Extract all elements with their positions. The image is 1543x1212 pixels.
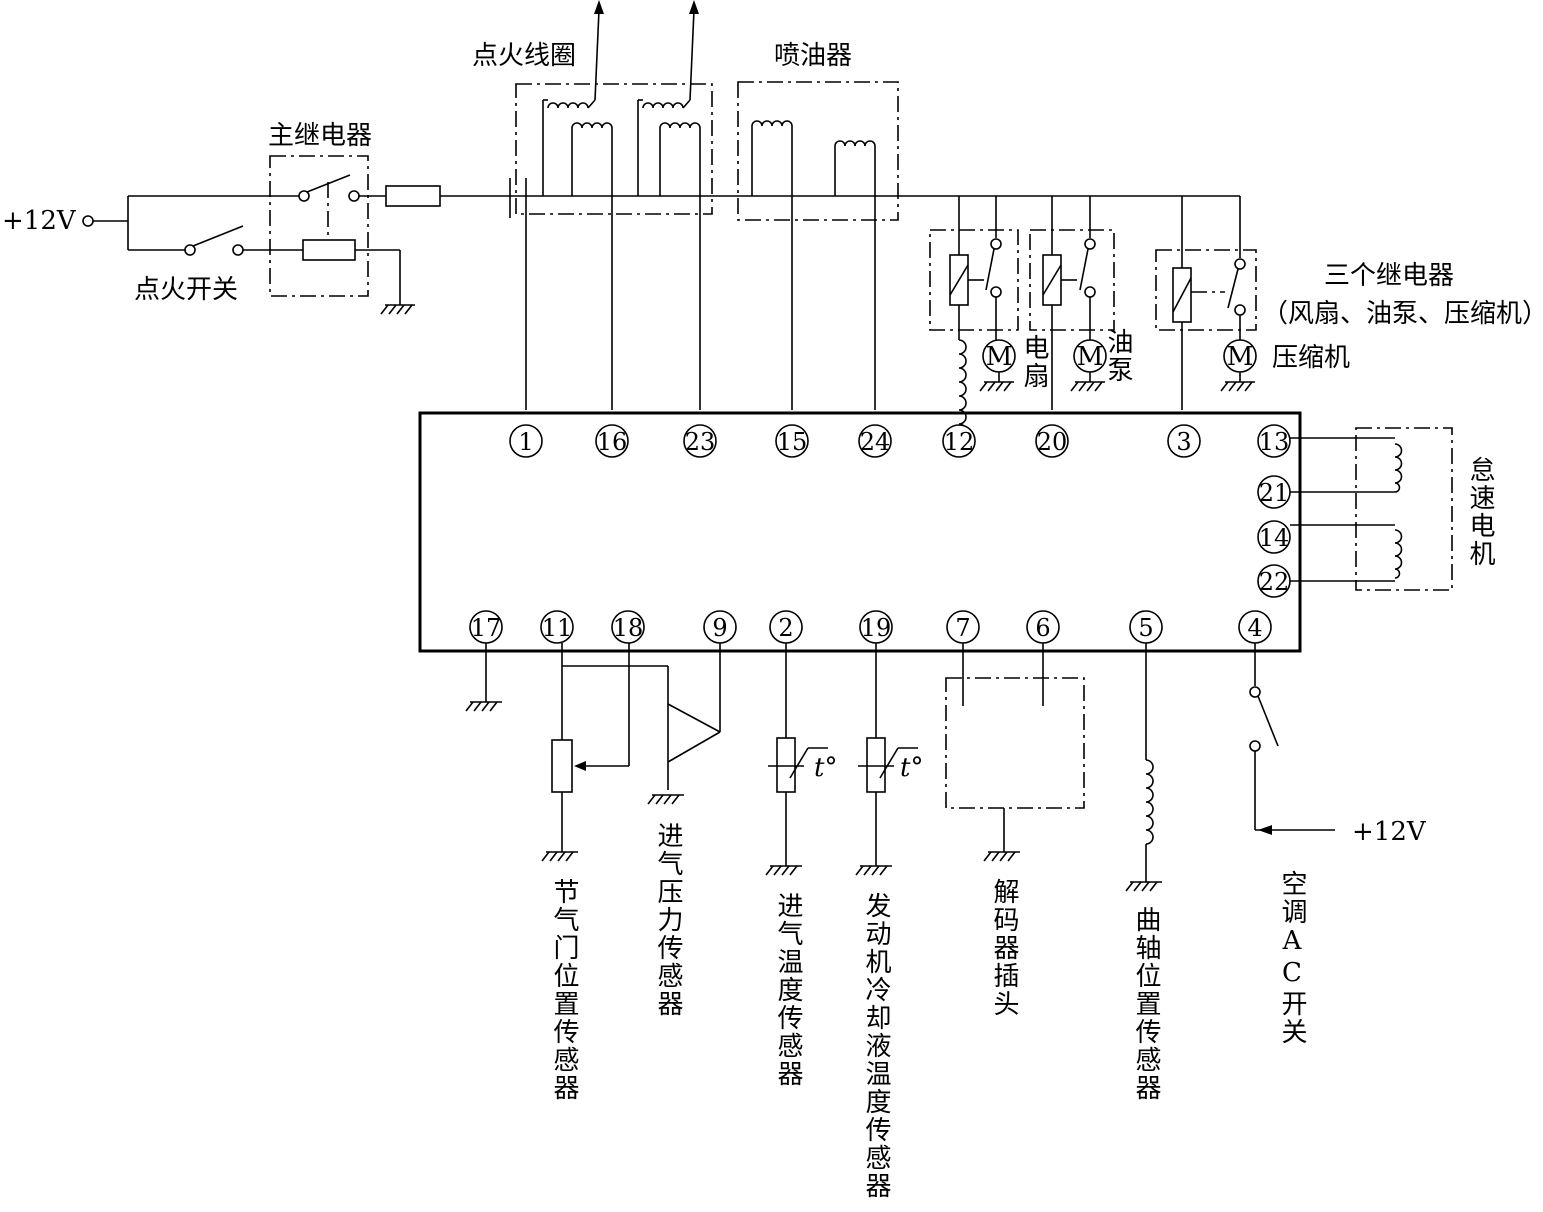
ecu-top-pins: 1 16 23 15 24 12 20 3	[509, 424, 1201, 458]
ecu-box	[418, 411, 1302, 653]
svg-text:1: 1	[518, 428, 533, 456]
pin-7: 7	[946, 610, 980, 644]
pin-11: 11	[540, 610, 574, 644]
pin-23: 23	[683, 424, 717, 458]
ignition-switch: 点火开关	[134, 225, 303, 305]
relay-fuel-pump: M 油泵	[1029, 196, 1133, 410]
power-input: +12V	[2, 195, 299, 251]
pin-1: 1	[509, 424, 543, 458]
ac-switch: +12V 空调AC开关	[1249, 643, 1427, 1046]
ect-temp-symbol: t°	[900, 753, 923, 783]
svg-text:20: 20	[1037, 428, 1068, 456]
pin-9: 9	[703, 610, 737, 644]
pin-13: 13	[1257, 424, 1291, 458]
pin-2: 2	[769, 610, 803, 644]
svg-text:15: 15	[777, 428, 808, 456]
pin-6: 6	[1026, 610, 1060, 644]
svg-text:M: M	[1227, 342, 1254, 372]
main-relay-label: 主继电器	[268, 121, 372, 151]
fuse-icon	[385, 185, 441, 207]
main-relay: 主继电器	[268, 121, 441, 315]
fan-label: 电扇	[1019, 334, 1049, 390]
pin-5: 5	[1129, 610, 1163, 644]
svg-text:5: 5	[1138, 614, 1153, 642]
pin-24: 24	[858, 424, 892, 458]
crank-sensor-label: 曲轴位置传感器	[1131, 906, 1161, 1102]
svg-text:18: 18	[613, 614, 644, 642]
svg-text:14: 14	[1259, 524, 1290, 552]
supply-left-label: +12V	[2, 206, 77, 236]
svg-text:9: 9	[712, 614, 727, 642]
three-relays-label: 三个继电器	[1324, 261, 1454, 291]
throttle-position-sensor: 节气门位置传感器	[541, 643, 668, 1102]
iat-sensor: t° 进气温度传感器	[765, 643, 837, 1088]
supply-right-label: +12V	[1352, 817, 1427, 847]
svg-text:19: 19	[861, 614, 892, 642]
pin-15: 15	[775, 424, 809, 458]
svg-text:16: 16	[597, 428, 628, 456]
pin-14: 14	[1257, 520, 1291, 554]
ect-sensor: t° 发动机冷却液温度传感器	[855, 643, 923, 1200]
pin-20: 20	[1035, 424, 1069, 458]
pin-21: 21	[1257, 475, 1291, 509]
iat-temp-symbol: t°	[814, 753, 837, 783]
ground-pin-17	[465, 643, 502, 712]
svg-text:4: 4	[1247, 614, 1262, 642]
pin-16: 16	[595, 424, 629, 458]
svg-text:3: 3	[1176, 428, 1191, 456]
svg-text:6: 6	[1035, 614, 1050, 642]
compressor-label: 压缩机	[1272, 343, 1350, 373]
pin-22: 22	[1257, 564, 1291, 598]
svg-text:11: 11	[542, 614, 573, 642]
ignition-switch-label: 点火开关	[134, 275, 238, 305]
map-sensor: 进气压力传感器	[647, 643, 721, 1018]
pin-4: 4	[1238, 610, 1272, 644]
svg-text:M: M	[986, 342, 1013, 372]
pin-12: 12	[942, 424, 976, 458]
three-relays-note: （风扇、油泵、压缩机）	[1262, 299, 1543, 329]
pin-19: 19	[859, 610, 893, 644]
svg-text:21: 21	[1259, 479, 1290, 507]
idle-motor-label: 怠速电机	[1465, 456, 1495, 568]
ecu-right-pins: 13 21 14 22	[1257, 424, 1291, 598]
svg-text:13: 13	[1259, 428, 1290, 456]
injector-label: 喷油器	[774, 41, 852, 71]
throttle-sensor-label: 节气门位置传感器	[549, 878, 579, 1102]
decoder-plug: 解码器插头	[945, 643, 1085, 1018]
idle-motor: 怠速电机	[1290, 427, 1495, 591]
ecu-bottom-pins: 17 11 18 9 2 19 7 6 5 4	[469, 610, 1272, 644]
relay-fan: M 电扇	[929, 196, 1049, 439]
svg-text:12: 12	[944, 428, 975, 456]
pin-17: 17	[469, 610, 503, 644]
supply-terminal	[82, 215, 94, 227]
decoder-plug-label: 解码器插头	[989, 878, 1019, 1018]
svg-text:7: 7	[955, 614, 970, 642]
ignition-coil-label: 点火线圈	[472, 41, 576, 71]
pin-3: 3	[1167, 424, 1201, 458]
pin-18: 18	[611, 610, 645, 644]
svg-text:22: 22	[1259, 568, 1290, 596]
iat-sensor-label: 进气温度传感器	[773, 892, 803, 1088]
injectors: 喷油器	[737, 41, 899, 410]
svg-text:M: M	[1077, 342, 1104, 372]
svg-text:24: 24	[860, 428, 891, 456]
svg-text:23: 23	[685, 428, 716, 456]
relay-compressor: M 压缩机	[1155, 196, 1350, 410]
svg-text:17: 17	[471, 614, 502, 642]
fuel-pump-label: 油泵	[1103, 328, 1133, 384]
ect-sensor-label: 发动机冷却液温度传感器	[861, 892, 891, 1200]
svg-text:2: 2	[778, 614, 793, 642]
crank-sensor: 曲轴位置传感器	[1125, 643, 1162, 1102]
ignition-coils: 点火线圈	[472, 0, 713, 410]
map-sensor-label: 进气压力传感器	[653, 822, 683, 1018]
ac-switch-label: 空调AC开关	[1277, 870, 1307, 1046]
